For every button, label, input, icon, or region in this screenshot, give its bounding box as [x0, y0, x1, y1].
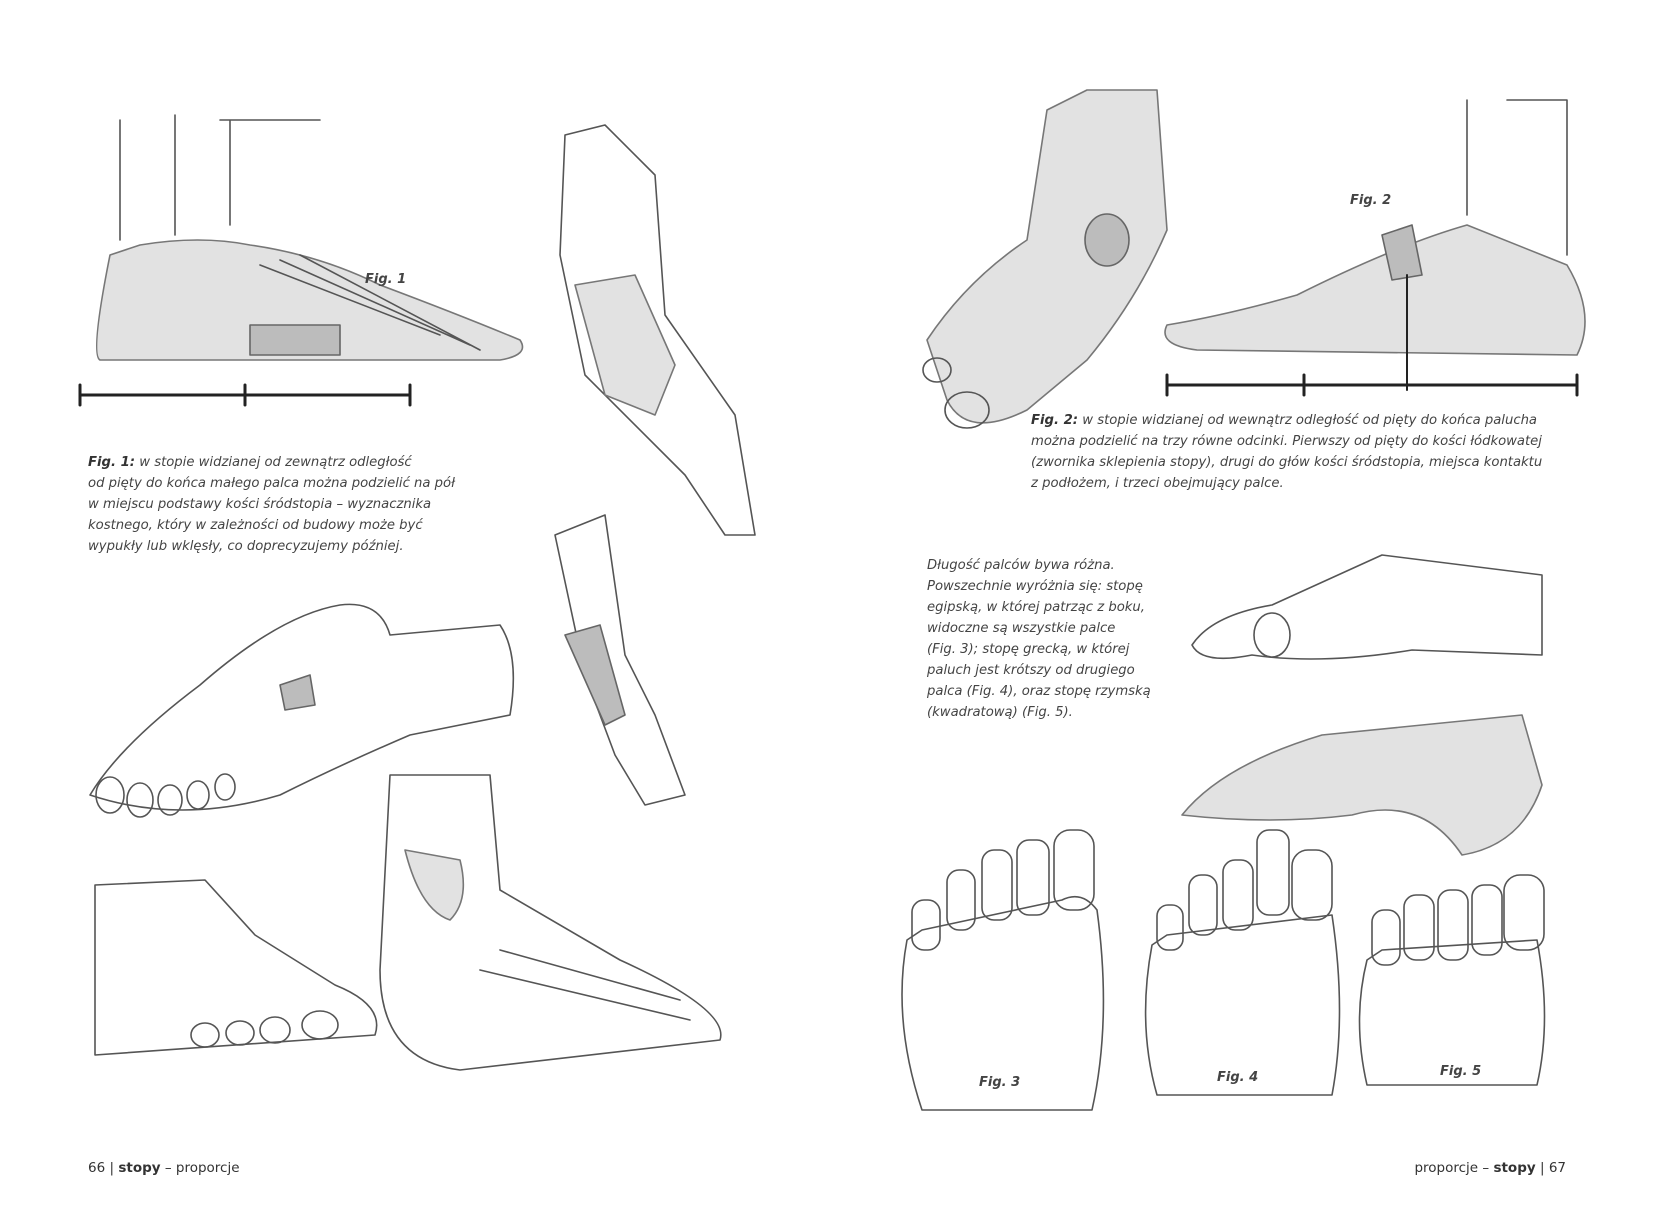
caption-line: można podzielić na trzy równe odcinki. P… [1031, 434, 1542, 449]
fig4-greek-foot [1144, 829, 1341, 1096]
fig3-egyptian-foot [901, 829, 1105, 1111]
right-page: Fig. 2 Fig. 2: w stopie widzianej od wew… [827, 0, 1654, 1211]
caption-line: w stopie widzianej od zewnątrz odległość [135, 455, 412, 470]
left-footer: 66 | stopy – proporcje [88, 1160, 240, 1176]
caption-line: w miejscu podstawy kości śródstopia – wy… [88, 497, 432, 512]
footer-subsection: – proporcje [160, 1160, 240, 1176]
foot-sketch-front [94, 879, 378, 1056]
fig1-side-foot-sketch [78, 114, 524, 407]
fig3-label: Fig. 3 [979, 1075, 1021, 1090]
fig4-label: Fig. 4 [1217, 1070, 1259, 1085]
footer-separator: | [1535, 1160, 1549, 1176]
text-line: Długość palców bywa różna. [927, 558, 1115, 573]
page-number: 66 [88, 1160, 106, 1176]
foot-sketch-three-quarter [379, 774, 722, 1071]
fig1-caption: Fig. 1: w stopie widzianej od zewnątrz o… [88, 452, 455, 557]
footer-subsection: proporcje – [1414, 1160, 1494, 1176]
page-number: 67 [1548, 1160, 1566, 1176]
right-footer: proporcje – stopy | 67 [1414, 1160, 1566, 1176]
foot-sketch-from-below [89, 603, 515, 818]
caption-line: (zwornika sklepienia stopy), drugi do gł… [1031, 455, 1543, 470]
left-page: Fig. 1 Fig. 1: w stopie widzianej od zew… [78, 114, 756, 1176]
text-line: paluch jest krótszy od drugiego [927, 663, 1135, 678]
fig2-caption-lead: Fig. 2: [1031, 413, 1079, 428]
fig1-label: Fig. 1 [365, 272, 407, 287]
caption-line: wypukły lub wklęsły, co doprecyzujemy pó… [88, 539, 404, 554]
text-line: Powszechnie wyróżnia się: stopę [927, 579, 1143, 594]
caption-line: w stopie widzianej od wewnątrz odległość… [1078, 413, 1538, 428]
footer-section: stopy [118, 1160, 161, 1176]
toe-side-sketches [1181, 554, 1543, 856]
fig5-roman-foot [1358, 874, 1546, 1086]
fig2-label: Fig. 2 [1350, 193, 1392, 208]
text-line: widoczne są wszystkie palce [927, 621, 1116, 636]
text-line: (Fig. 3); stopę grecką, w której [927, 642, 1130, 657]
fig2-inner-foot-sketch [1164, 99, 1586, 397]
caption-line: z podłożem, i trzeci obejmujący palce. [1031, 476, 1284, 491]
toe-types-text: Długość palców bywa różna. Powszechnie w… [927, 555, 1151, 723]
foot-sketches-vertical [554, 124, 756, 806]
text-line: palca (Fig. 4), oraz stopę rzymską [927, 684, 1151, 699]
fig5-label: Fig. 5 [1440, 1064, 1482, 1079]
foot-sketch-top-view [922, 89, 1168, 429]
caption-line: kostnego, który w zależności od budowy m… [88, 518, 423, 533]
fig2-caption: Fig. 2: w stopie widzianej od wewnątrz o… [1031, 410, 1542, 494]
footer-separator: | [105, 1160, 119, 1176]
footer-section: stopy [1493, 1160, 1536, 1176]
text-line: egipską, w której patrząc z boku, [927, 600, 1145, 615]
text-line: (kwadratową) (Fig. 5). [927, 705, 1073, 720]
fig1-caption-lead: Fig. 1: [88, 455, 136, 470]
caption-line: od pięty do końca małego palca można pod… [88, 476, 455, 491]
